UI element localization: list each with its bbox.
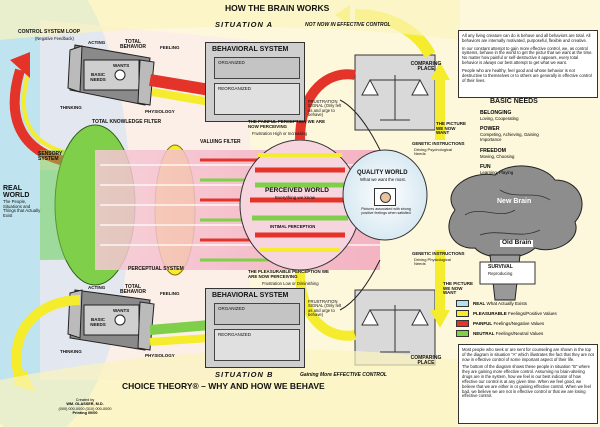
basic-needs-car-label: BASIC NEEDS: [90, 72, 106, 82]
frustration-signal-top: FRUSTRATION SIGNAL (Only felt as and urg…: [308, 99, 342, 118]
text-box-top: All any living creature can do is behave…: [458, 30, 598, 98]
valuing-filter-label: VALUING FILTER: [200, 139, 241, 145]
organized-panel: ORGANIZED: [214, 57, 300, 79]
behavioral-system-top: BEHAVIORAL SYSTEM ORGANIZED REORGANIZED: [205, 42, 305, 122]
situation-a-label: SITUATION A: [215, 20, 274, 29]
credits: Created by WM. GLASSER, M.D. (000) 000-0…: [58, 398, 112, 416]
wants-label-bottom: WANTS: [113, 308, 130, 313]
feeling-label-bottom: FEELING: [160, 291, 180, 296]
reorganized-panel: REORGANIZED: [214, 83, 300, 115]
quality-world-sub: What we want the most.: [360, 177, 406, 182]
quality-world-pictures: Pictures associated with strong positive…: [361, 207, 411, 215]
real-world-title: REAL WORLD: [3, 185, 30, 200]
pleasurable-perception-title: THE PLEASURABLE PERCEPTION WE ARE NOW PE…: [248, 269, 329, 279]
quality-world-title: QUALITY WORLD: [357, 170, 408, 176]
survival-label: SURVIVAL: [488, 264, 513, 270]
perceived-world-sub: Everything we know: [275, 195, 316, 200]
intimal-perception-label: INTIMAL PERCEPTION: [270, 224, 316, 229]
organized-panel-bottom: ORGANIZED: [214, 303, 300, 325]
total-behavior-label-bottom: TOTAL BEHAVIOR: [119, 284, 147, 296]
acting-label-bottom: ACTING: [88, 285, 106, 290]
basic-needs-car-label-bottom: BASIC NEEDS: [90, 317, 106, 327]
behavioral-system-bottom: BEHAVIORAL SYSTEM ORGANIZED REORGANIZED: [205, 288, 305, 368]
car-top-icon: [67, 44, 155, 106]
feeling-label: FEELING: [160, 45, 180, 50]
reorganized-panel-bottom: REORGANIZED: [214, 329, 300, 361]
thinking-label-bottom: THINKING: [60, 349, 82, 354]
basic-needs-panel: BASIC NEEDS BELONGING Loving, Cooperatin…: [480, 98, 598, 188]
painful-perception-sub: Frustration High or Increasing: [252, 131, 308, 136]
painful-perception-title: THE PAINFUL PERCEPTION WE ARE NOW PERCEI…: [248, 119, 326, 129]
basic-needs-title: BASIC NEEDS: [490, 98, 538, 105]
need-fun: FUN Learning, Playing: [480, 164, 514, 175]
comparing-scale-top: [354, 54, 436, 131]
control-loop-label: CONTROL SYSTEM LOOP: [18, 29, 81, 35]
acting-label: ACTING: [88, 40, 106, 45]
total-knowledge-filter-label: TOTAL KNOWLEDGE FILTER: [92, 119, 162, 125]
quality-picture-icon: [374, 188, 396, 206]
old-brain-label: Old Brain: [500, 239, 534, 247]
behavioral-system-title-bottom: BEHAVIORAL SYSTEM: [212, 292, 289, 299]
survival-desc: Reproducing: [488, 271, 513, 276]
need-power: POWER Competing, Achieving, Gaining Impo…: [480, 126, 539, 142]
wants-label: WANTS: [113, 63, 130, 68]
comparing-place-bottom: COMPARING PLACE: [410, 355, 442, 367]
genetic-phys-sub: Driving Physiological Needs: [414, 257, 451, 267]
page-title: HOW THE BRAIN WORKS: [225, 3, 330, 13]
perceptual-system-label: PERCEPTUAL SYSTEM: [128, 266, 184, 272]
genetic-psych-title: GENETIC INSTRUCTIONS: [412, 141, 465, 146]
genetic-psych-sub: Driving Psychological Needs: [414, 147, 453, 157]
control-loop-sub: (Negative Feedback): [35, 36, 74, 41]
bottom-title: CHOICE THEORY® – WHY AND HOW WE BEHAVE: [122, 381, 325, 391]
picture-we-want-bottom: THE PICTURE WE NOW WANT: [443, 281, 474, 296]
frustration-signal-bottom: FRUSTRATION SIGNAL (Only felt as and urg…: [308, 299, 342, 318]
total-behavior-label: TOTAL BEHAVIOR: [119, 39, 147, 51]
real-world-desc: The People, Situations and Things that A…: [3, 199, 41, 218]
situation-a-sub: NOT NOW IN EFFECTIVE CONTROL: [305, 22, 391, 28]
need-belonging: BELONGING Loving, Cooperating: [480, 110, 519, 121]
sensory-system-label: SENSORY SYSTEM: [38, 151, 63, 163]
control-loop-arrow-bottom: [11, 295, 81, 382]
physiology-label-bottom: PHYSIOLOGY: [145, 353, 175, 358]
legend: REAL What Actually Exists PLEASURABLE Fe…: [456, 300, 596, 340]
behavioral-system-title: BEHAVIORAL SYSTEM: [212, 46, 289, 53]
new-brain-label: New Brain: [497, 198, 532, 205]
brain-icon: [448, 165, 583, 259]
pleasurable-perception-sub: Frustration Low or Diminishing: [262, 281, 319, 286]
picture-we-want-top: THE PICTURE WE NOW WANT: [436, 121, 467, 136]
comparing-place-top: COMPARING PLACE: [410, 61, 442, 73]
need-freedom: FREEDOM Moving, Choosing: [480, 148, 515, 159]
situation-b-sub: Gaining More EFFECTIVE CONTROL: [300, 372, 387, 378]
perceived-world-title: PERCEIVED WORLD: [265, 187, 329, 194]
text-box-bottom: Most people who seek or are sent for cou…: [458, 344, 598, 424]
genetic-phys-title: GENETIC INSTRUCTIONS: [412, 251, 465, 256]
car-bottom-icon: [67, 289, 155, 351]
situation-b-label: SITUATION B: [215, 370, 274, 379]
physiology-label: PHYSIOLOGY: [145, 109, 175, 114]
thinking-label: THINKING: [60, 105, 82, 110]
